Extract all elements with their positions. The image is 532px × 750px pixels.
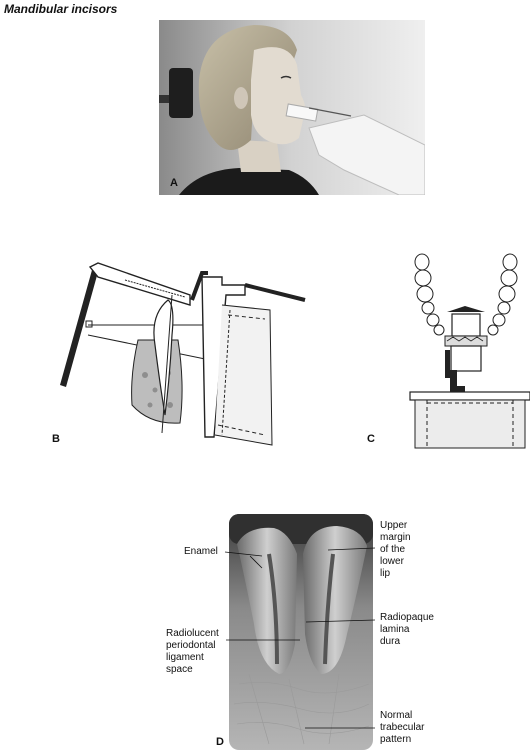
label-line: lower — [380, 556, 404, 567]
panel-d-radiograph — [229, 514, 373, 750]
dental-arch-left — [414, 253, 445, 336]
label-line: space — [166, 664, 193, 675]
panel-letter-d: D — [216, 736, 224, 748]
label-line: of the — [380, 544, 406, 555]
label-line: Normal — [380, 710, 413, 721]
label-line: Radiolucent — [166, 628, 219, 639]
x-ray-cone — [308, 114, 425, 195]
label-line: trabecular — [380, 722, 425, 733]
panel-b-drawing: B — [50, 255, 310, 450]
label-line: margin — [380, 532, 411, 543]
aiming-rod — [308, 107, 352, 117]
label-line: lip — [380, 568, 391, 579]
panel-a-photo: A — [159, 20, 425, 195]
aiming-ring — [409, 391, 530, 401]
label-line: pattern — [380, 734, 412, 745]
bite-block — [451, 313, 481, 337]
label-line: dura — [380, 636, 401, 647]
panel-c-drawing: C — [365, 250, 530, 450]
label-line: Upper — [380, 520, 408, 531]
label-line: ligament — [166, 652, 204, 663]
label-line: Radiopaque — [380, 612, 434, 623]
dental-arch-right — [487, 253, 518, 336]
panel-letter-b: B — [52, 433, 60, 445]
figure-title: Mandibular incisors — [4, 2, 118, 16]
occlusal-arch-diagram — [409, 253, 530, 449]
label-line: periodontal — [166, 640, 216, 651]
trabecular-texture — [233, 673, 370, 745]
label-normal-trabecular-pattern: Normal trabecular pattern — [380, 710, 424, 746]
aiming-ring-arm — [201, 276, 246, 438]
label-enamel: Enamel — [184, 546, 218, 557]
incisor-tooth — [153, 299, 174, 416]
panel-letter-a: A — [170, 177, 178, 189]
face — [251, 47, 306, 145]
headrest — [169, 68, 193, 118]
radiograph-incisor-right — [303, 526, 367, 674]
film-holder-diagram — [60, 262, 306, 446]
radiograph-image — [229, 514, 373, 750]
label-upper-margin-lower-lip: Upper margin of the lower lip — [380, 520, 411, 580]
label-radiopaque-lamina-dura: Radiopaque lamina dura — [380, 612, 434, 648]
patient-photo-illustration — [159, 20, 425, 195]
label-line: lamina — [380, 624, 410, 635]
panel-letter-c: C — [367, 433, 375, 445]
label-radiolucent-pdl-space: Radiolucent periodontal ligament space — [166, 628, 219, 676]
film-packet — [60, 270, 98, 387]
